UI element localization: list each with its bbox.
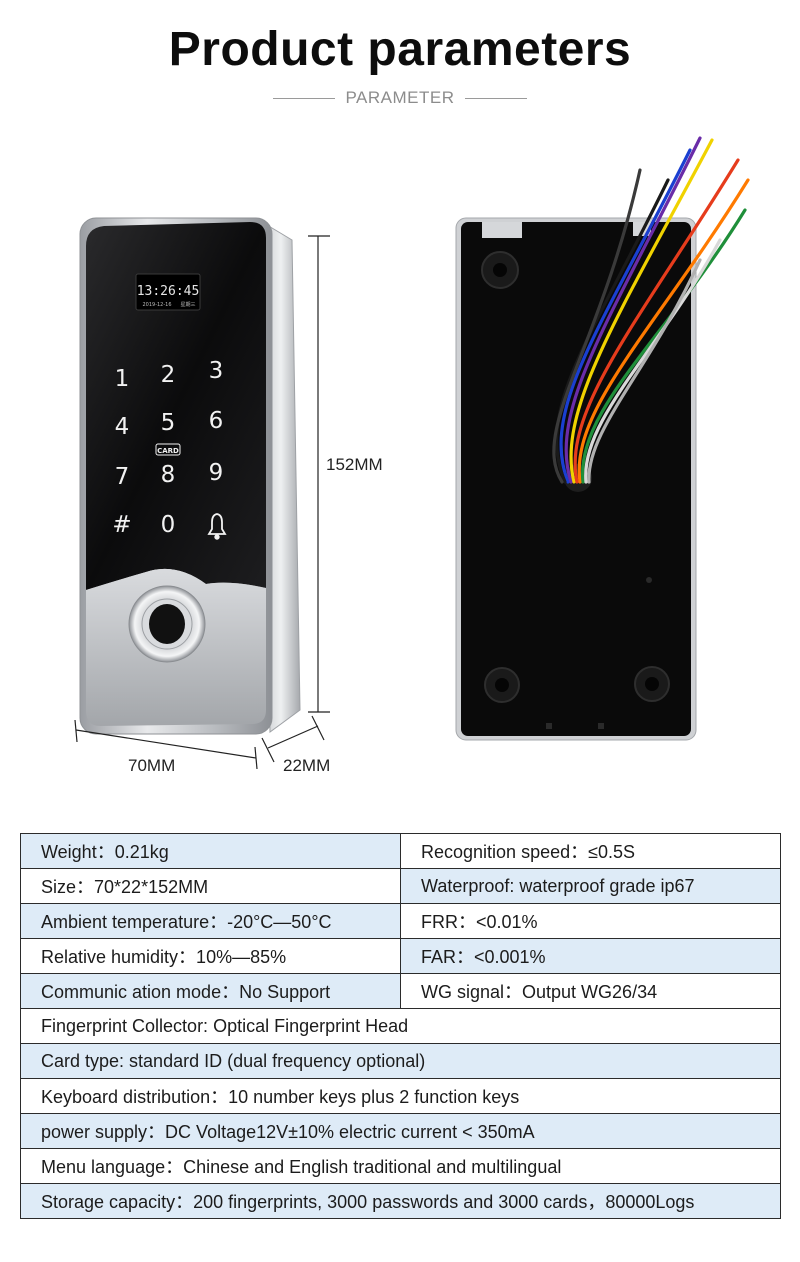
card-badge-frame [155, 443, 181, 456]
product-figure: 13:26:45 2019-12-16 星期三 1 2 3 4 5 6 7 8 … [0, 110, 800, 800]
table-row: Menu language：Chinese and English tradit… [20, 1148, 781, 1184]
param-menu-language: Menu language：Chinese and English tradit… [20, 1148, 781, 1184]
width-label: 70MM [128, 756, 176, 775]
back-device [455, 136, 750, 741]
param-storage-capacity: Storage capacity：200 fingerprints, 3000 … [20, 1183, 781, 1219]
key-hash: # [112, 512, 131, 538]
page-title: Product parameters [168, 23, 632, 76]
param-keyboard-distribution: Keyboard distribution：10 number keys plu… [20, 1078, 781, 1114]
screw-hole-icon-bottom-right [634, 666, 670, 702]
param-recognition-speed: Recognition speed：≤0.5S [400, 833, 781, 869]
table-row: Size：70*22*152MM Waterproof: waterproof … [20, 868, 781, 904]
subtitle-row: PARAMETER [0, 87, 800, 109]
table-row: Communic ation mode：No Support WG signal… [20, 973, 781, 1009]
param-size: Size：70*22*152MM [20, 868, 401, 904]
lcd-display [135, 273, 201, 311]
date-text: 2019-12-16 [142, 302, 171, 308]
table-row: Keyboard distribution：10 number keys plu… [20, 1078, 781, 1114]
key-9: 9 [209, 460, 224, 486]
screw-hole-icon-top-left [481, 251, 519, 289]
subtitle-left-rule [273, 97, 336, 99]
clock-text: 13:26:45 [137, 284, 200, 299]
param-fingerprint-collector: Fingerprint Collector: Optical Fingerpri… [20, 1008, 781, 1044]
product-illustration: 13:26:45 2019-12-16 星期三 1 2 3 4 5 6 7 8 … [74, 136, 750, 770]
height-dimension [308, 235, 330, 713]
keypad: 1 2 3 4 5 6 7 8 9 # 0 [112, 358, 223, 538]
key-1: 1 [115, 366, 130, 392]
param-ambient-temperature: Ambient temperature：-20°C—50°C [20, 903, 401, 939]
page-subtitle: PARAMETER [345, 88, 455, 107]
bell-icon [207, 513, 227, 540]
fingerprint-sensor-icon [128, 585, 206, 663]
table-row: Ambient temperature：-20°C—50°C FRR：<0.01… [20, 903, 781, 939]
front-device: 13:26:45 2019-12-16 星期三 1 2 3 4 5 6 7 8 … [79, 217, 301, 735]
key-6: 6 [209, 408, 224, 434]
key-7: 7 [115, 464, 130, 490]
height-label: 152MM [326, 455, 383, 474]
table-row: Card type: standard ID (dual frequency o… [20, 1043, 781, 1079]
wire-bundle [552, 136, 750, 484]
table-row: power supply：DC Voltage12V±10% electric … [20, 1113, 781, 1149]
key-8: 8 [161, 462, 176, 488]
key-2: 2 [161, 362, 176, 388]
width-dimension [74, 719, 258, 770]
table-row: Storage capacity：200 fingerprints, 3000 … [20, 1183, 781, 1219]
card-badge-text: CARD [157, 447, 179, 455]
param-relative-humidity: Relative humidity：10%—85% [20, 938, 401, 974]
screw-hole-icon-bottom-left [484, 667, 520, 703]
key-4: 4 [115, 414, 130, 440]
table-row: Relative humidity：10%—85% FAR：<0.001% [20, 938, 781, 974]
table-row: Weight：0.21kg Recognition speed：≤0.5S [20, 833, 781, 869]
param-far: FAR：<0.001% [400, 938, 781, 974]
param-waterproof: Waterproof: waterproof grade ip67 [400, 868, 781, 904]
subtitle-right-rule [464, 97, 527, 99]
key-3: 3 [209, 358, 224, 384]
param-weight: Weight：0.21kg [20, 833, 401, 869]
parameter-table: Weight：0.21kg Recognition speed：≤0.5S Si… [20, 833, 781, 1219]
depth-label: 22MM [283, 756, 331, 775]
key-0: 0 [161, 512, 176, 538]
param-communication-mode: Communic ation mode：No Support [20, 973, 401, 1009]
depth-dimension [261, 715, 325, 763]
param-wg-signal: WG signal：Output WG26/34 [400, 973, 781, 1009]
param-power-supply: power supply：DC Voltage12V±10% electric … [20, 1113, 781, 1149]
key-5: 5 [161, 410, 176, 436]
param-frr: FRR：<0.01% [400, 903, 781, 939]
param-card-type: Card type: standard ID (dual frequency o… [20, 1043, 781, 1079]
table-row: Fingerprint Collector: Optical Fingerpri… [20, 1008, 781, 1044]
weekday-text: 星期三 [180, 302, 195, 308]
